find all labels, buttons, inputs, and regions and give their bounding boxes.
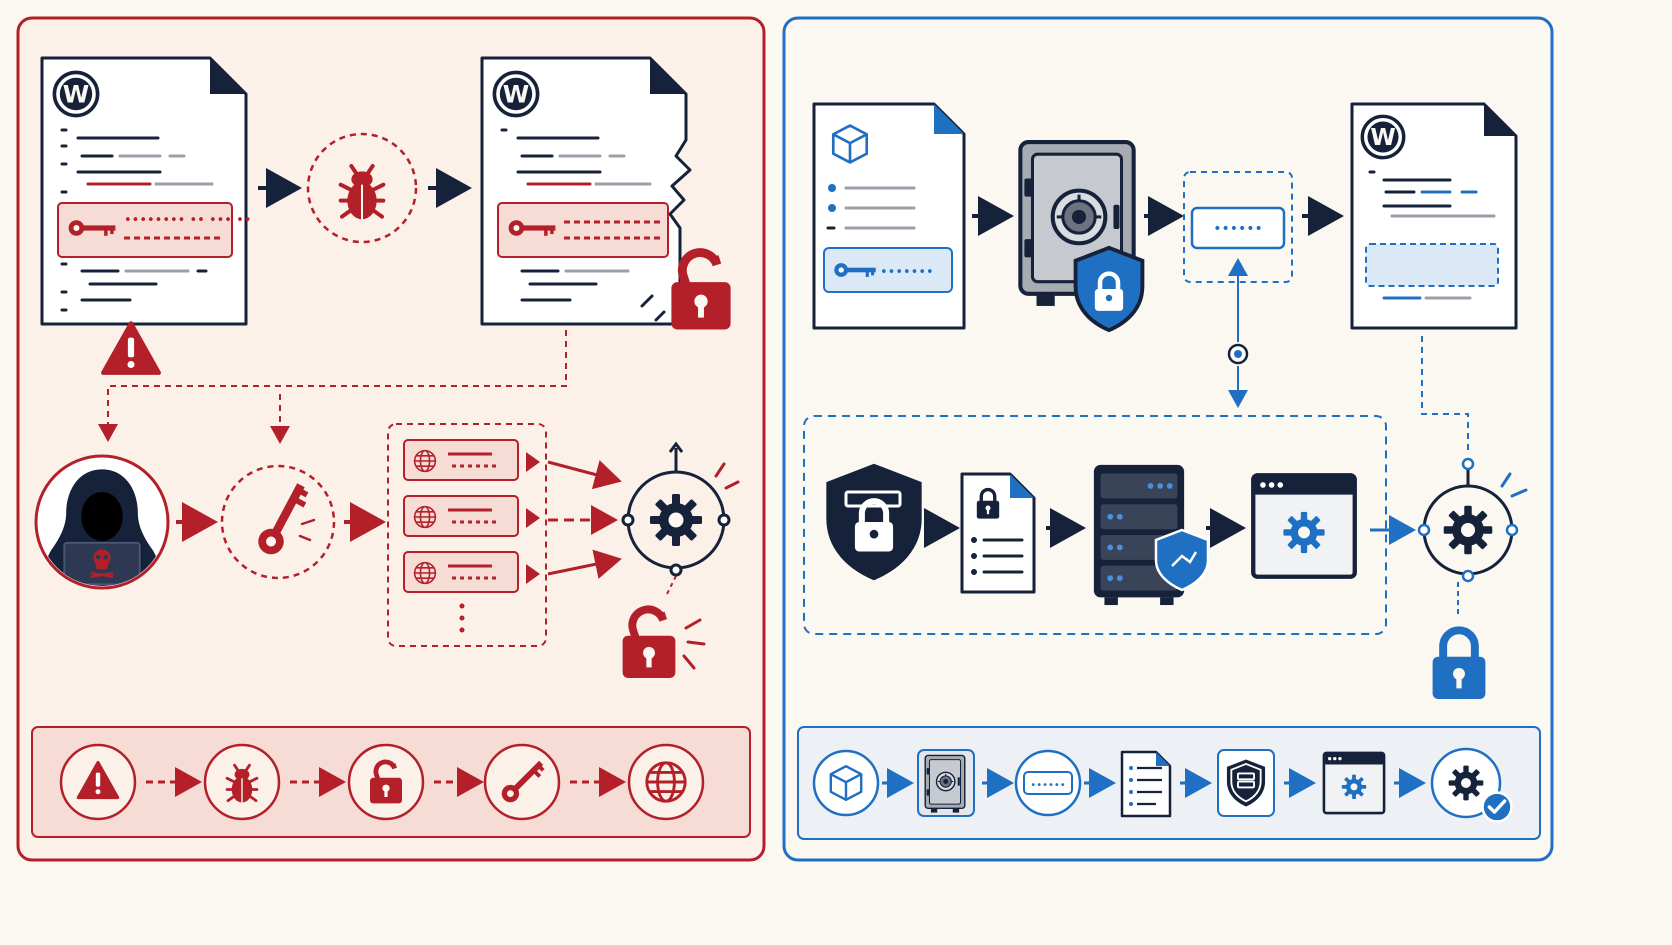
target-system-node: [621, 441, 740, 577]
secure-infrastructure-group: [803, 415, 1387, 635]
wp-config-document-leaked: •••••••• •• ••• ••: [40, 56, 251, 326]
summary-step-warning: [59, 743, 137, 821]
secured-config-document: [960, 472, 1036, 594]
retrieved-token-node: ••••••: [1183, 171, 1293, 283]
secured-system-node: [1417, 457, 1528, 583]
summary-step-globe: [627, 743, 705, 821]
summary-step-key: [483, 743, 561, 821]
gear-icon: [1448, 765, 1484, 801]
vault-token-mask: ••••••: [1213, 221, 1263, 237]
site-row: [403, 439, 540, 481]
leaked-key-mask: •••••••• •• ••• ••: [124, 213, 251, 228]
summary-step-verified-gear: [1430, 747, 1514, 824]
summary-step-document: [1120, 750, 1172, 818]
shield-icon: [1154, 528, 1210, 592]
wordpress-logo-icon: [1360, 114, 1406, 160]
summary-token-mask: ••••••: [1030, 780, 1065, 791]
wordpress-logo-icon: [492, 70, 540, 118]
summary-step-vault: [917, 749, 975, 817]
leak-connector: [98, 330, 567, 444]
attack-arrows: [547, 460, 622, 579]
vulnerability-node: [306, 132, 418, 244]
safe-vault-icon: [924, 754, 966, 814]
secure-summary-strip: ••••••: [797, 726, 1541, 840]
compromised-sites-list: [387, 423, 547, 647]
summary-step-settings-window: [1324, 753, 1384, 813]
wp-config-document-clean: [1350, 102, 1518, 330]
site-row: [403, 495, 540, 537]
browser-settings-window-icon: [1253, 475, 1355, 577]
summary-step-shield: [1217, 749, 1275, 817]
gear-icon: [1443, 505, 1493, 555]
attacker-node: [34, 454, 170, 590]
insecure-summary-strip: [31, 726, 751, 838]
config-connector: [1421, 336, 1469, 452]
check-badge-icon: [1480, 790, 1514, 824]
gear-icon: [650, 494, 702, 546]
env-key-mask: •••••••: [880, 265, 934, 280]
wp-config-document-compromised: [480, 56, 692, 326]
summary-step-cube: [812, 749, 880, 817]
stolen-key-node: [220, 464, 336, 580]
wordpress-logo-icon: [52, 70, 100, 118]
site-row: [403, 551, 540, 593]
summary-step-unlock: [347, 743, 425, 821]
summary-step-bug: [203, 743, 281, 821]
summary-step-token: ••••••: [1014, 749, 1082, 817]
environment-secrets-document: •••••••: [812, 102, 966, 330]
